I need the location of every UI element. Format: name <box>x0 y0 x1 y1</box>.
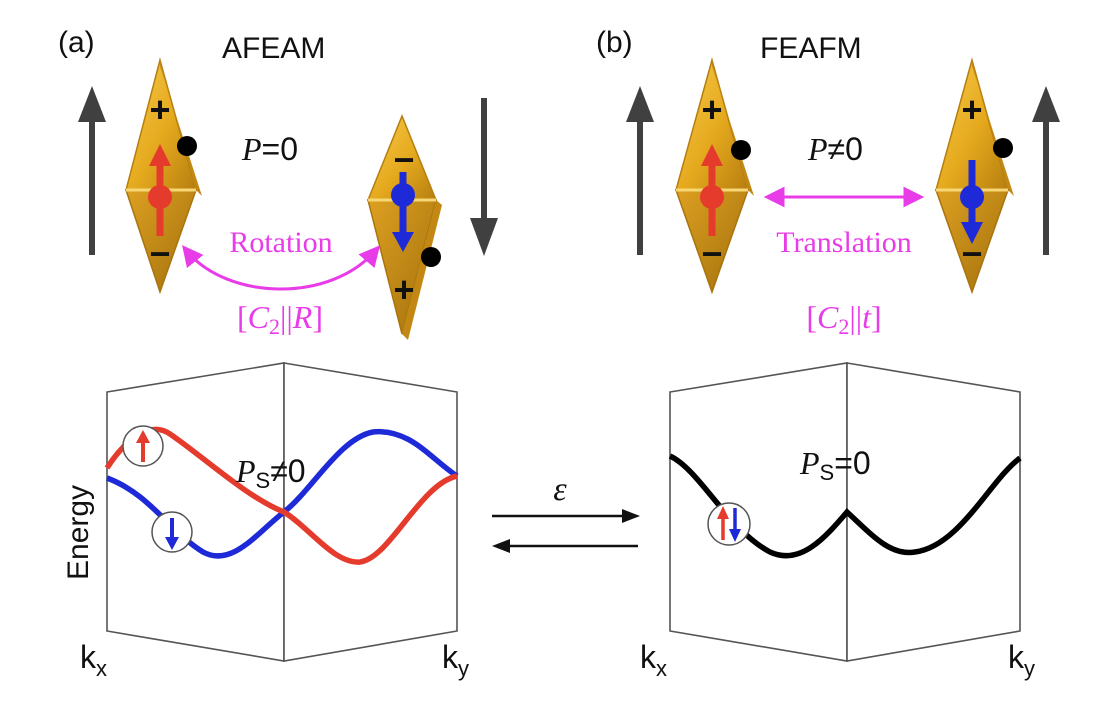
svg-text:PS≠0: PS≠0 <box>235 453 306 493</box>
spin-down-marker <box>151 511 193 553</box>
octahedron-up: + − <box>674 57 754 295</box>
spin-up-atom <box>700 185 724 209</box>
ky-label: ky <box>1008 639 1035 681</box>
symmetry-label: [C2||t] <box>806 299 881 339</box>
electric-field-switch: ε <box>492 471 640 553</box>
kx-label: kx <box>80 639 107 681</box>
spin-polarization-label: PS=0 <box>799 445 871 485</box>
kx-plane <box>106 362 285 662</box>
field-symbol: ε <box>553 471 567 508</box>
charge-plus: + <box>393 269 414 310</box>
ky-plane <box>283 362 458 662</box>
octahedron-down: + − <box>934 57 1014 295</box>
ion-dot <box>177 136 197 156</box>
spin-up-band <box>104 426 458 565</box>
panel-a-tag: (a) <box>58 26 95 59</box>
ky-plane <box>846 362 1021 662</box>
charge-plus: + <box>961 89 982 130</box>
charge-plus: + <box>701 89 722 130</box>
charge-minus: − <box>149 233 170 274</box>
panel-b: (b) FEAFM + − P≠0 <box>596 26 1060 681</box>
spin-polarization-label: PS≠0 <box>235 453 306 493</box>
band-panel-b: PS=0 kx ky <box>640 362 1035 681</box>
spin-degenerate-marker <box>707 502 751 546</box>
kx-plane <box>669 362 848 662</box>
charge-minus: − <box>393 139 414 180</box>
charge-minus: − <box>701 233 722 274</box>
spin-down-atom <box>391 183 415 207</box>
svg-text:kx: kx <box>80 639 107 681</box>
ion-dot <box>731 140 751 160</box>
svg-text:ky: ky <box>442 639 469 681</box>
polarization-up-arrow <box>78 86 106 255</box>
polarization-down-arrow <box>470 98 498 256</box>
charge-plus: + <box>149 89 170 130</box>
svg-text:PS=0: PS=0 <box>799 445 871 485</box>
operation-label: Translation <box>776 226 912 259</box>
ion-dot <box>421 247 441 267</box>
panel-b-title: FEAFM <box>760 32 862 65</box>
band-panel-a: PS≠0 Energy kx ky <box>62 362 469 681</box>
octahedron-up: + − <box>124 57 202 295</box>
octahedron-down: − + <box>366 114 442 340</box>
spin-up-atom <box>148 185 172 209</box>
charge-minus: − <box>961 233 982 274</box>
ky-label: ky <box>442 639 469 681</box>
kx-label: kx <box>640 639 667 681</box>
svg-text:[C2||R]: [C2||R] <box>237 299 323 339</box>
spin-down-atom <box>960 185 984 209</box>
svg-text:kx: kx <box>640 639 667 681</box>
panel-a-title: AFEAM <box>222 32 325 65</box>
operation-label: Rotation <box>229 226 332 259</box>
svg-text:[C2||t]: [C2||t] <box>806 299 881 339</box>
spin-up-marker <box>122 425 164 467</box>
svg-text:ky: ky <box>1008 639 1035 681</box>
energy-axis-label: Energy <box>62 485 95 580</box>
svg-text:P=0: P=0 <box>241 131 298 167</box>
polarization-up-arrow <box>626 86 654 255</box>
svg-text:P≠0: P≠0 <box>807 131 863 167</box>
rotation-arrow <box>182 245 381 291</box>
ion-dot <box>993 138 1013 158</box>
polarization-label: P≠0 <box>807 131 863 167</box>
polarization-up-arrow <box>1032 86 1060 255</box>
panel-b-tag: (b) <box>596 26 633 59</box>
polarization-label: P=0 <box>241 131 298 167</box>
panel-a: (a) AFEAM + − P=0 <box>58 26 498 681</box>
symmetry-label: [C2||R] <box>237 299 323 339</box>
